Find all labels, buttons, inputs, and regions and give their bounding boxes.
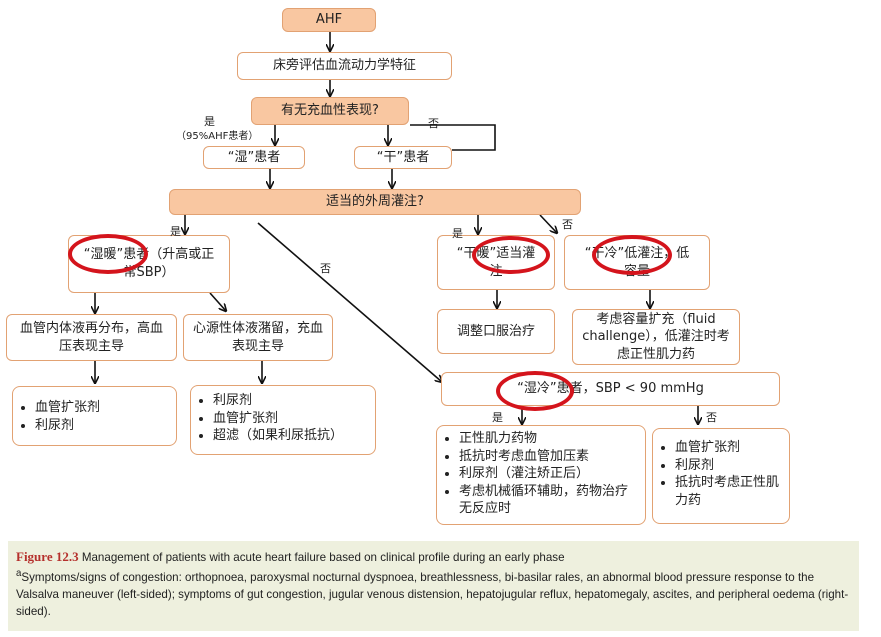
list-item: 考虑机械循环辅助，药物治疗无反应时 bbox=[459, 483, 639, 518]
highlight-ring-dry-warm bbox=[472, 236, 550, 274]
cardiac-treatment-list: 利尿剂 血管扩张剂 超滤（如果利尿抵抗） bbox=[190, 385, 376, 455]
figure-caption: Figure 12.3 Management of patients with … bbox=[8, 541, 859, 631]
no-label: 否 bbox=[562, 218, 573, 231]
yes-label: 是 bbox=[204, 115, 215, 128]
hemodynamic-assessment-node: 床旁评估血流动力学特征 bbox=[237, 52, 452, 80]
list-item: 血管扩张剂 bbox=[35, 399, 170, 417]
yes-note-label: （95%AHF患者） bbox=[176, 131, 259, 142]
yes-label: 是 bbox=[170, 225, 181, 238]
footnote-text: Symptoms/signs of congestion: orthopnoea… bbox=[16, 570, 849, 619]
list-item: 正性肌力药物 bbox=[459, 430, 639, 448]
cardiac-retention-node: 心源性体液潴留，充血表现主导 bbox=[183, 314, 333, 361]
caption-title-line: Figure 12.3 Management of patients with … bbox=[16, 547, 851, 567]
highlight-ring-wet-warm bbox=[68, 234, 148, 274]
list-item: 血管扩张剂 bbox=[675, 439, 783, 457]
no-label: 否 bbox=[320, 262, 331, 275]
perfusion-question-node: 适当的外周灌注? bbox=[169, 189, 581, 215]
wet-cold-node: “湿冷”患者，SBP < 90 mmHg bbox=[441, 372, 780, 406]
dry-patient-node: “干”患者 bbox=[354, 146, 452, 169]
congestion-question-node: 有无充血性表现? bbox=[251, 97, 409, 125]
list-item: 血管扩张剂 bbox=[213, 410, 369, 428]
list-item: 抵抗时考虑正性肌力药 bbox=[675, 474, 783, 509]
fluid-challenge-node: 考虑容量扩充（fluid challenge），低灌注时考虑正性肌力药 bbox=[572, 309, 740, 365]
vascular-treatment-list: 血管扩张剂 利尿剂 bbox=[12, 386, 177, 446]
wet-patient-node: “湿”患者 bbox=[203, 146, 305, 169]
footnote-mark: a bbox=[16, 567, 22, 579]
list-item: 抵抗时考虑血管加压素 bbox=[459, 448, 639, 466]
highlight-ring-wet-cold bbox=[496, 371, 574, 411]
wet-cold-yes-treatment-list: 正性肌力药物 抵抗时考虑血管加压素 利尿剂（灌注矫正后） 考虑机械循环辅助，药物… bbox=[436, 425, 646, 525]
list-item: 利尿剂 bbox=[675, 457, 783, 475]
wet-cold-no-treatment-list: 血管扩张剂 利尿剂 抵抗时考虑正性肌力药 bbox=[652, 428, 790, 524]
list-item: 利尿剂 bbox=[213, 392, 369, 410]
caption-footnote: aSymptoms/signs of congestion: orthopnoe… bbox=[16, 567, 851, 621]
highlight-ring-dry-cold bbox=[592, 235, 672, 275]
list-item: 超滤（如果利尿抵抗） bbox=[213, 427, 369, 445]
vascular-redistribution-node: 血管内体液再分布，高血压表现主导 bbox=[6, 314, 177, 361]
list-item: 利尿剂（灌注矫正后） bbox=[459, 465, 639, 483]
yes-label: 是 bbox=[492, 411, 503, 424]
ahf-node: AHF bbox=[282, 8, 376, 32]
connector-lines bbox=[0, 31, 881, 540]
yes-label: 是 bbox=[452, 227, 463, 240]
no-label: 否 bbox=[428, 117, 439, 130]
no-label: 否 bbox=[706, 411, 717, 424]
caption-title: Management of patients with acute heart … bbox=[81, 551, 565, 564]
figure-label: Figure 12.3 bbox=[16, 549, 79, 564]
adjust-oral-therapy-node: 调整口服治疗 bbox=[437, 309, 555, 354]
list-item: 利尿剂 bbox=[35, 417, 170, 435]
